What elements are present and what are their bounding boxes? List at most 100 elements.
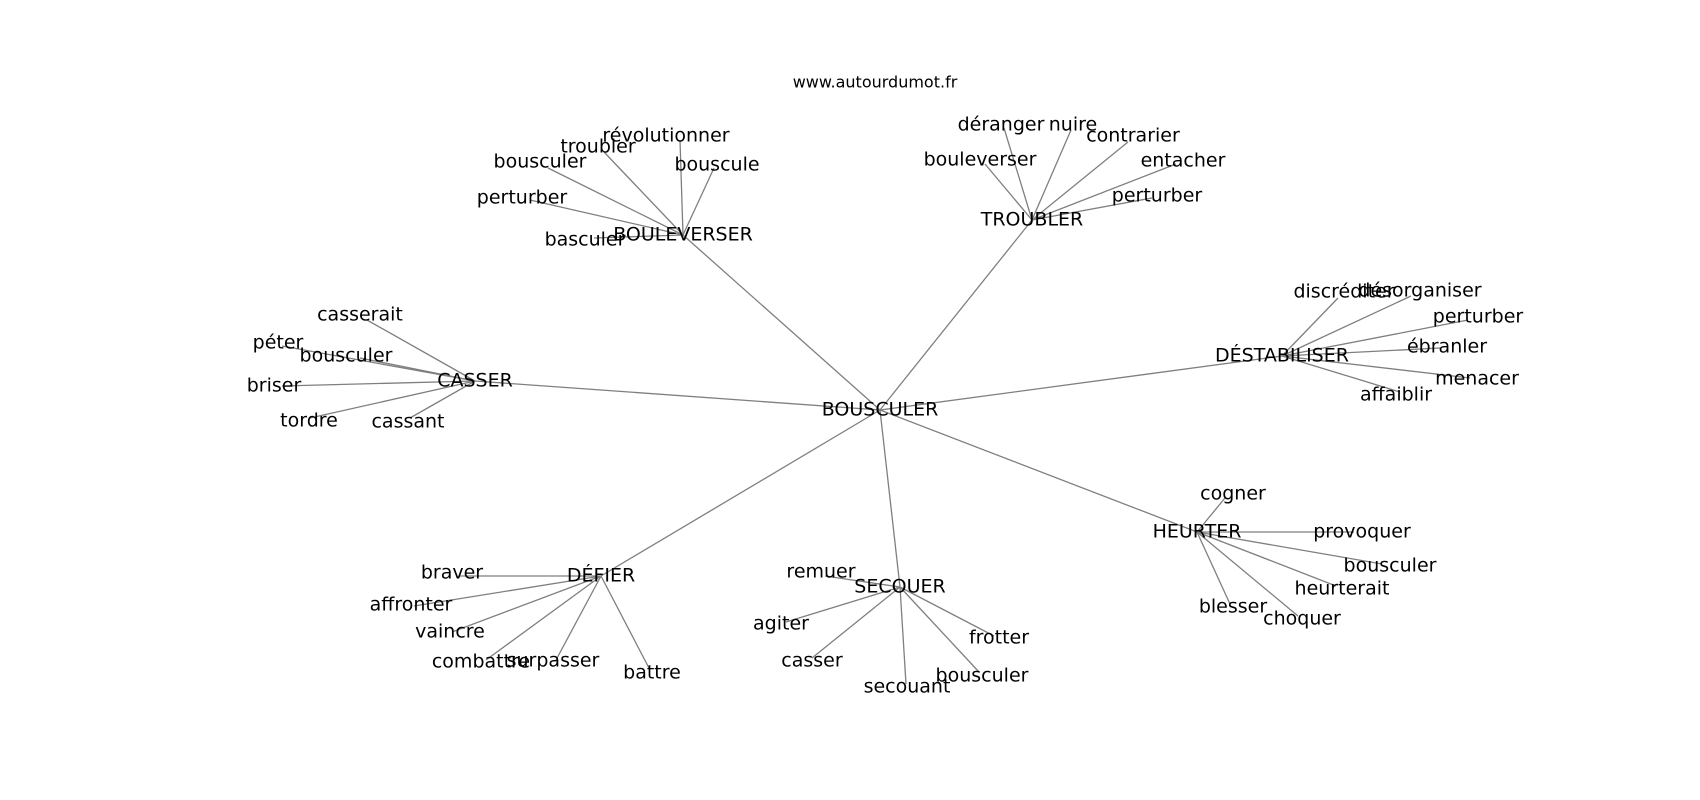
leaf-node-label: contrarier [1086,125,1180,147]
hub-to-leaf-edge [1031,129,1072,221]
hub-to-leaf-edge [1031,163,1177,221]
leaf-node-label: bousculer [494,151,587,173]
leaf-node-label: provoquer [1313,521,1411,543]
leaf-node-label: bousculer [1344,555,1437,577]
leaf-node-label: remuer [786,561,855,583]
leaf-node-label: affaiblir [1360,384,1432,406]
leaf-node-label: agiter [753,613,809,635]
leaf-node-label: bousculer [300,345,393,367]
hub-to-leaf-edge [555,575,602,661]
graph-labels: www.autourdumot.fr BOUSCULER révolutionn… [247,73,1524,698]
hub-to-leaf-edge [451,575,602,633]
leaf-node-label: perturber [1433,306,1524,328]
hub-to-leaf-edge [359,357,476,382]
leaf-node-label: bouleverser [924,149,1037,171]
hub-to-leaf-edge [1031,141,1129,221]
center-to-hub-edge [879,409,901,588]
hub-to-leaf-edge [366,319,476,382]
hub-to-leaf-edge [1196,531,1299,617]
leaf-node-label: perturber [1112,185,1203,207]
leaf-node-label: basculer [545,229,626,251]
hub-to-leaf-edge [679,139,684,236]
leaf-node-label: battre [623,662,681,684]
center-to-hub-edge [879,355,1283,411]
hub-to-leaf-edge [413,575,602,607]
leaf-node-label: perturber [477,187,568,209]
hub-to-leaf-edge [899,586,980,673]
hub-to-leaf-edge [984,163,1033,221]
hub-to-leaf-edge [1281,295,1412,357]
hub-node-label: CASSER [437,370,513,392]
hub-to-leaf-edge [824,575,901,588]
hub-to-leaf-edge [1196,497,1226,533]
hub-to-leaf-edge [600,575,651,671]
hub-to-leaf-edge [785,586,901,623]
hub-to-leaf-edge [1281,355,1471,379]
hub-to-leaf-edge [1003,127,1033,221]
hub-to-leaf-edge [1196,531,1231,605]
hub-node-label: HEURTER [1153,521,1242,543]
site-watermark: www.autourdumot.fr [793,73,958,92]
hub-to-leaf-edge [1031,197,1153,221]
center-to-hub-edge [879,219,1033,411]
hub-to-leaf-edge [1281,355,1401,393]
hub-to-leaf-edge [899,586,907,685]
leaf-node-label: blesser [1199,596,1268,618]
hub-node-label: DÉSTABILISER [1215,344,1349,367]
hub-node-label: DÉFIER [567,564,635,587]
leaf-node-label: secouant [864,676,951,698]
hub-node-label: SECOUER [854,576,945,598]
leaf-node-label: casserait [317,304,403,326]
leaf-node-label: péter [253,332,304,354]
center-to-hub-edge [600,409,881,577]
leaf-node-label: vaincre [415,621,485,643]
leaf-node-label: nuire [1049,114,1097,136]
leaf-node-label: ébranler [1407,336,1487,358]
leaf-node-label: entacher [1141,150,1226,172]
leaf-node-label: tordre [280,410,338,432]
hub-to-leaf-edge [485,575,602,661]
hub-to-leaf-edge [1196,531,1383,565]
hub-to-leaf-edge [1281,297,1339,357]
hub-to-leaf-edge [547,167,684,236]
leaf-node-label: troubler [560,136,636,158]
hub-to-leaf-edge [1281,319,1469,357]
leaf-node-label: briser [247,375,302,397]
hub-to-leaf-edge [811,586,901,659]
leaf-node-label: bousculer [936,665,1029,687]
hub-to-leaf-edge [603,151,684,236]
leaf-node-label: révolutionner [602,125,729,147]
center-to-hub-edge [879,409,1198,533]
leaf-node-label: cassant [371,411,444,433]
center-to-hub-edge [682,234,881,411]
center-node-label: BOUSCULER [822,399,939,421]
leaf-node-label: casser [781,650,843,672]
hub-node-label: TROUBLER [980,209,1084,231]
hub-to-leaf-edge [682,167,715,236]
hub-to-leaf-edge [281,380,476,387]
leaf-node-label: frotter [969,627,1029,649]
graph-edges [281,127,1471,685]
leaf-node-label: cogner [1200,483,1266,505]
hub-to-leaf-edge [899,586,995,637]
center-to-hub-edge [474,380,881,411]
hub-to-leaf-edge [593,234,684,239]
leaf-node-label: choquer [1263,608,1341,630]
hub-to-leaf-edge [1281,347,1441,357]
hub-node-label: BOULEVERSER [613,224,753,246]
hub-to-leaf-edge [309,380,476,419]
leaf-node-label: menacer [1435,368,1519,390]
leaf-node-label: affronter [370,594,453,616]
hub-to-leaf-edge [529,199,684,236]
hub-to-leaf-edge [409,380,476,419]
hub-to-leaf-edge [1196,531,1337,587]
leaf-node-label: discréditer [1293,281,1394,303]
leaf-node-label: combattre [432,651,530,673]
leaf-node-label: braver [421,562,483,584]
leaf-node-label: désorganiser [1358,280,1481,302]
leaf-node-label: bouscule [674,154,759,176]
leaf-node-label: heurterait [1295,578,1390,600]
leaf-node-label: surpasser [507,650,600,672]
